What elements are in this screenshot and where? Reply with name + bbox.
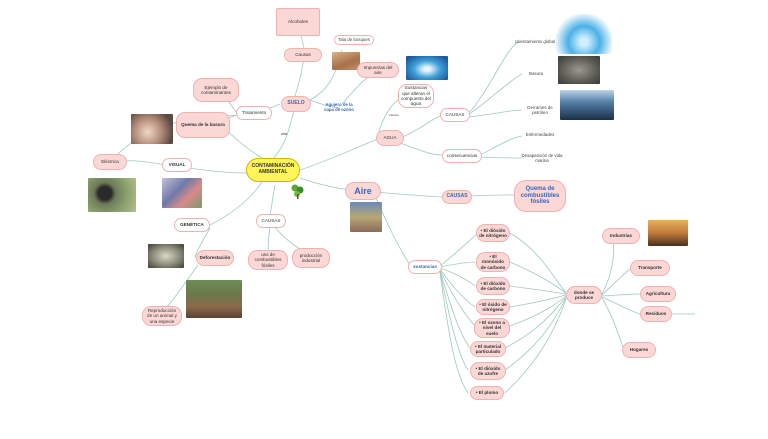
consecuencias-node[interactable]: consecuencias xyxy=(442,149,482,163)
sustancia-item[interactable]: • El ozono a nivel del suelo xyxy=(474,318,510,338)
enfermedades-node[interactable]: Enfermedades xyxy=(525,132,555,138)
genetica-node[interactable]: GENÉTICA xyxy=(174,218,210,232)
trash-water-image xyxy=(558,56,600,84)
sustancia-item[interactable]: • El plomo xyxy=(470,386,504,400)
derrames-node[interactable]: Derrames de petróleo xyxy=(527,104,553,115)
industrial-node[interactable]: producción industrial xyxy=(292,248,330,268)
deforestacion-node[interactable]: Deforestación xyxy=(196,250,234,266)
aire-causas-node[interactable]: CAUSAS xyxy=(442,190,472,204)
water-drop-image xyxy=(406,56,448,80)
leaf-icon xyxy=(290,183,306,199)
tala-node[interactable]: Tala de bosques xyxy=(334,35,374,45)
smog-city-image xyxy=(350,202,382,232)
tratamiento-node[interactable]: Tratamiento xyxy=(236,106,272,120)
agua-node[interactable]: AGUA xyxy=(376,130,404,146)
ejemplo-node[interactable]: Ejemplo de contaminantes xyxy=(193,78,239,102)
industry-image xyxy=(648,220,688,246)
suelo-causes-node[interactable]: Causas xyxy=(284,48,322,62)
reproduccion-node[interactable]: Reproducción de un animal y una especie xyxy=(142,306,182,326)
sustancia-item[interactable]: • El óxido de nitrógeno xyxy=(476,299,510,315)
burning-trash-image xyxy=(131,114,173,144)
oil-spill-image xyxy=(560,90,614,120)
quema-basura-node[interactable]: Quema de la basura xyxy=(176,112,230,138)
soil-pollution-image xyxy=(332,52,360,70)
sustancia-item[interactable]: • El monóxido de carbono xyxy=(476,252,510,272)
calentamiento-node[interactable]: calentamiento global xyxy=(514,39,556,45)
sustancias-node[interactable]: sustancias xyxy=(408,260,442,274)
source-residuos[interactable]: Residuos xyxy=(640,306,672,322)
visual-node[interactable]: VISUAL xyxy=(162,158,192,172)
source-agricultura[interactable]: Agricultura xyxy=(640,286,676,302)
globe-pollution-image xyxy=(556,14,612,54)
left-causas-node[interactable]: CAUSAS xyxy=(256,214,286,228)
aire-node[interactable]: Aire xyxy=(345,182,381,200)
suelo-label: SUELO xyxy=(287,100,305,107)
electrica-node[interactable]: Eléctrica xyxy=(93,154,127,170)
efectos-label: efectos xyxy=(389,113,399,118)
agujero-node[interactable]: Agujero de la capa de ozono xyxy=(324,102,354,112)
source-industrias[interactable]: Industrias xyxy=(602,228,640,244)
sustancia-item[interactable]: • El dióxido de azufre xyxy=(470,362,506,380)
sustancia-item[interactable]: • El dióxido de carbono xyxy=(476,277,510,295)
agua-description-node[interactable]: Sustancias que alteran el compuesto del … xyxy=(398,84,434,108)
central-topic[interactable]: CONTAMINACIÓN AMBIENTAL xyxy=(246,158,300,182)
suelo-cause-item[interactable]: Alcoholes xyxy=(276,8,320,36)
agua-causas-node[interactable]: CAUSAS xyxy=(440,108,470,122)
donde-se-produce-node[interactable]: donde se produce xyxy=(566,286,602,304)
combustibles-node[interactable]: uso de combustibles fósiles xyxy=(248,250,288,270)
sustancia-item[interactable]: • El material particulado xyxy=(470,341,506,357)
suelo-node[interactable]: SUELO xyxy=(281,96,311,112)
dias-label: días xyxy=(280,131,288,136)
visual-pollution-image xyxy=(162,178,202,208)
residuos-node[interactable]: Impurezas del aire xyxy=(357,62,399,78)
source-transporte[interactable]: Transporte xyxy=(630,260,670,276)
deforestation-image xyxy=(186,280,242,318)
quema-combustibles-node[interactable]: Quema de combustibles fósiles xyxy=(514,180,566,212)
sewer-pipe-image xyxy=(88,178,136,212)
sustancia-item[interactable]: • El dióxido de nitrógeno xyxy=(476,224,510,242)
source-hogares[interactable]: Hogares xyxy=(622,342,656,358)
fish-image xyxy=(148,244,184,268)
desaparicion-node[interactable]: Desaparición de vida marina xyxy=(521,152,563,163)
basura-node[interactable]: Basura xyxy=(529,71,543,77)
